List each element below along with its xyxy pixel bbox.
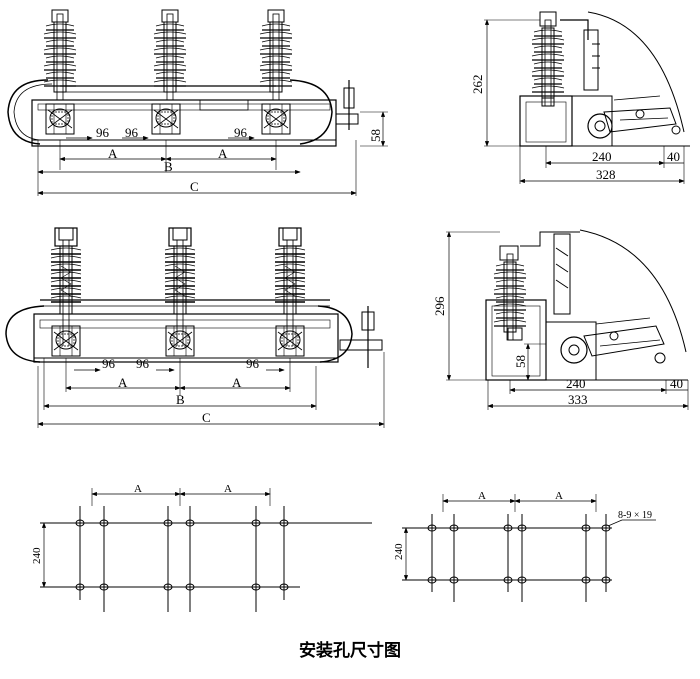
top-front-dim-96-c: 96 bbox=[234, 125, 248, 140]
mid-side-dim-58: 58 bbox=[513, 355, 528, 368]
mid-front-dim-c: C bbox=[202, 410, 211, 425]
mid-side-dim-296: 296 bbox=[432, 296, 447, 316]
top-side-dim-240: 240 bbox=[592, 149, 612, 164]
mid-side-dim-333: 333 bbox=[568, 392, 588, 407]
mid-front-dim-96-b: 96 bbox=[136, 356, 150, 371]
figure-caption: 安装孔尺寸图 bbox=[299, 641, 401, 661]
top-front-dim-a2: A bbox=[218, 146, 228, 161]
middle-side-view: 296 58 240 40 333 bbox=[432, 229, 689, 410]
left-holes-dim-240: 240 bbox=[31, 547, 43, 564]
mid-front-dim-96-c: 96 bbox=[246, 356, 260, 371]
top-front-dim-c: C bbox=[190, 179, 199, 194]
right-holes-slot-note: 8-9 × 19 bbox=[618, 510, 652, 521]
top-side-dim-262: 262 bbox=[470, 75, 485, 95]
mid-front-dim-a1: A bbox=[118, 375, 128, 390]
top-front-dim-b: B bbox=[164, 159, 173, 174]
top-front-dim-58: 58 bbox=[368, 129, 383, 142]
top-side-dim-328: 328 bbox=[596, 167, 616, 182]
middle-front-view: 96 96 96 A A B C bbox=[5, 227, 385, 428]
left-hole-pattern: A A 240 bbox=[31, 483, 372, 612]
mid-front-dim-96-a: 96 bbox=[102, 356, 116, 371]
right-hole-pattern: A A 240 8-9 × 19 bbox=[393, 490, 656, 602]
top-front-dim-96-b: 96 bbox=[125, 125, 139, 140]
mid-side-dim-240: 240 bbox=[566, 376, 586, 391]
top-front-view: 96 96 96 A A B C 58 bbox=[7, 9, 388, 196]
mid-side-dim-40: 40 bbox=[670, 376, 683, 391]
right-holes-dim-240: 240 bbox=[393, 543, 405, 560]
right-holes-dim-a2: A bbox=[555, 490, 563, 502]
top-front-dim-a1: A bbox=[108, 146, 118, 161]
right-holes-dim-a1: A bbox=[478, 490, 486, 502]
top-side-view: 262 240 40 328 bbox=[470, 11, 690, 184]
mid-front-dim-a2: A bbox=[232, 375, 242, 390]
top-front-dim-96-a: 96 bbox=[96, 125, 110, 140]
mid-front-dim-b: B bbox=[176, 392, 185, 407]
left-holes-dim-a1: A bbox=[134, 483, 142, 495]
left-holes-dim-a2: A bbox=[224, 483, 232, 495]
top-side-dim-40: 40 bbox=[667, 149, 680, 164]
